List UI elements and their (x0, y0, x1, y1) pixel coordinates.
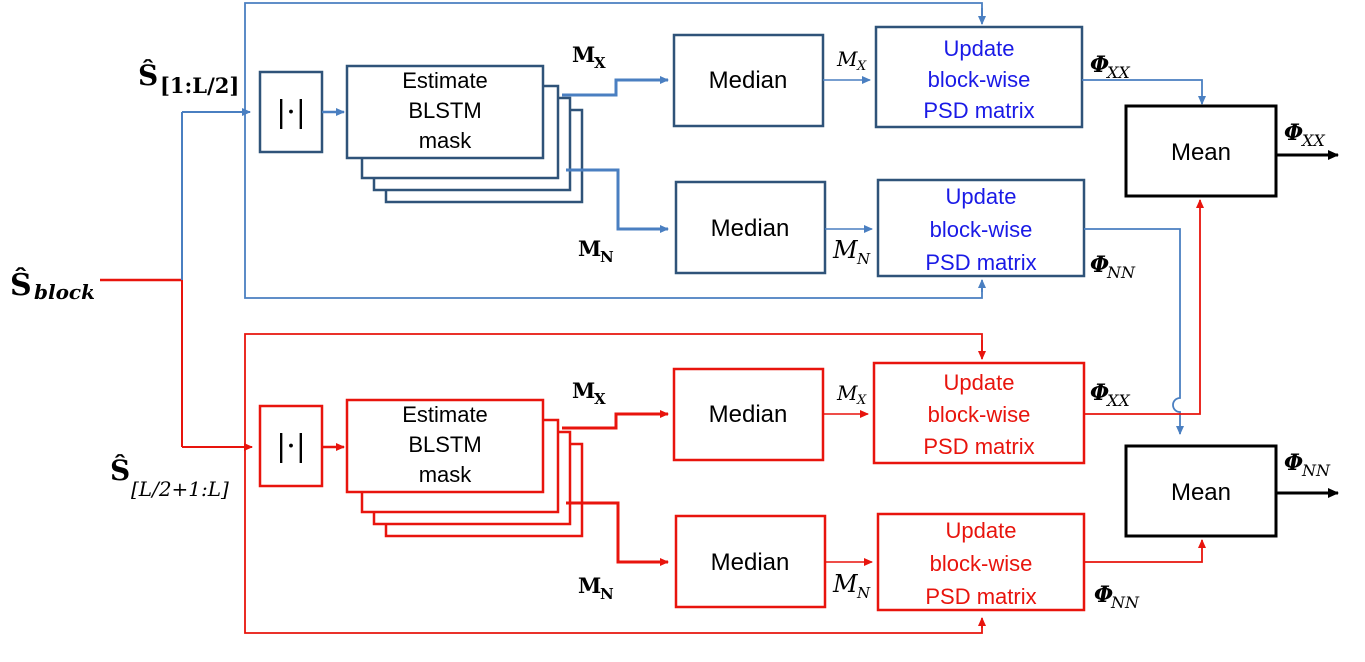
lower-update-bottom-line3: PSD matrix (925, 584, 1036, 609)
lower-update-top-box (872, 361, 1086, 465)
lower-mn-label: M (578, 573, 601, 598)
upper-update-bottom-line2: block-wise (930, 217, 1033, 242)
lower-mn-sub: N (600, 585, 614, 603)
lower-phi-xx: Φ (1090, 380, 1109, 406)
upper-phi-nn: Φ (1090, 252, 1109, 278)
lower-median-bottom: Median (711, 549, 790, 576)
upper-phi-xx-sub: XX (1105, 63, 1130, 82)
mean-bottom-box (1124, 444, 1278, 538)
lower-mx-arrow: M (836, 381, 858, 405)
upper-update-bottom-box (876, 178, 1086, 278)
output-phi-xx: Φ (1284, 120, 1303, 146)
upper-median-bottom: Median (711, 215, 790, 242)
lower-update-top-line2: block-wise (928, 402, 1031, 427)
lower-median-top: Median (709, 401, 788, 428)
upper-update-top-line3: PSD matrix (923, 98, 1034, 123)
lower-mn-arrow: M (832, 570, 859, 598)
upper-estimate-line3: mask (419, 128, 473, 153)
lower-phi-nn: Φ (1094, 582, 1113, 608)
output-phi-nn-sub: NN (1301, 461, 1331, 480)
upper-mx-arrow: M (836, 47, 858, 71)
upper-median-bottom-box (674, 180, 827, 275)
lower-phi-nn-sub: NN (1110, 593, 1140, 612)
lower-estimate-line1: Estimate (402, 402, 488, 427)
lower-update-bottom-line2: block-wise (930, 551, 1033, 576)
upper-mx-label: M (572, 42, 595, 67)
mean-bottom: Mean (1171, 479, 1231, 506)
upper-mn-arrow-sub: N (856, 250, 871, 268)
upper-estimate-line2: BLSTM (408, 98, 481, 123)
upper-update-top-box (874, 25, 1084, 129)
input-symbol: Ŝ (10, 267, 32, 303)
upper-estimate-line1: Estimate (402, 68, 488, 93)
lower-update-bottom-line1: Update (946, 518, 1017, 543)
upper-branch: Ŝ [1:L/2] |·| Estimate BLSTM mask M X M … (138, 2, 1206, 435)
lower-estimate-line3: mask (419, 462, 473, 487)
output-phi-xx-sub: XX (1300, 131, 1325, 150)
lower-update-bottom-box (876, 512, 1086, 612)
upper-update-top-line1: Update (944, 36, 1015, 61)
upper-input-subscript: [1:L/2] (160, 73, 239, 98)
upper-estimate-box (345, 64, 545, 160)
lower-frame (244, 333, 983, 634)
lower-abs-label: |·| (276, 429, 306, 464)
lower-estimate-line2: BLSTM (408, 432, 481, 457)
lower-update-top-line3: PSD matrix (923, 434, 1034, 459)
lower-input-subscript: [L/2+1:L] (131, 477, 229, 501)
upper-mn-arrow: M (832, 236, 859, 264)
input-label: Ŝ block (10, 267, 95, 304)
lower-update-top-line1: Update (944, 370, 1015, 395)
mean-top: Mean (1171, 139, 1231, 166)
lower-estimate-box (345, 398, 545, 494)
lower-input-symbol: Ŝ (110, 453, 130, 487)
upper-abs-box (258, 70, 324, 154)
upper-median-top-box (672, 33, 825, 128)
lower-mx-arrow-sub: X (856, 393, 867, 408)
input-split-lines (100, 108, 253, 451)
upper-update-bottom-line3: PSD matrix (925, 250, 1036, 275)
upper-phi-nn-sub: NN (1106, 263, 1136, 282)
upper-mn-label: M (578, 236, 601, 261)
lower-mn-arrow-sub: N (856, 584, 871, 602)
upper-mx-arrow-sub: X (856, 59, 867, 74)
lower-mx-label: M (572, 378, 595, 403)
upper-input-symbol: Ŝ (138, 58, 158, 92)
lower-median-bottom-box (674, 514, 827, 609)
upper-frame (244, 2, 983, 299)
lower-phi-xx-sub: XX (1105, 391, 1130, 410)
upper-median-top: Median (709, 67, 788, 94)
lower-branch: Ŝ [L/2+1:L] |·| Estimate BLSTM mask M X … (110, 199, 1206, 634)
upper-mx-sub: X (594, 54, 606, 72)
upper-mn-sub: N (600, 248, 614, 266)
mean-top-box (1124, 104, 1278, 198)
lower-mx-sub: X (594, 390, 606, 408)
mean-blocks: Mean Φ XX Mean Φ NN (1124, 104, 1339, 538)
upper-update-top-line2: block-wise (928, 67, 1031, 92)
upper-update-bottom-line1: Update (946, 184, 1017, 209)
upper-abs-label: |·| (276, 95, 306, 130)
input-subscript: block (34, 280, 95, 304)
lower-abs-box (258, 404, 324, 488)
output-phi-nn: Φ (1284, 450, 1303, 476)
upper-phi-xx: Φ (1090, 52, 1109, 78)
